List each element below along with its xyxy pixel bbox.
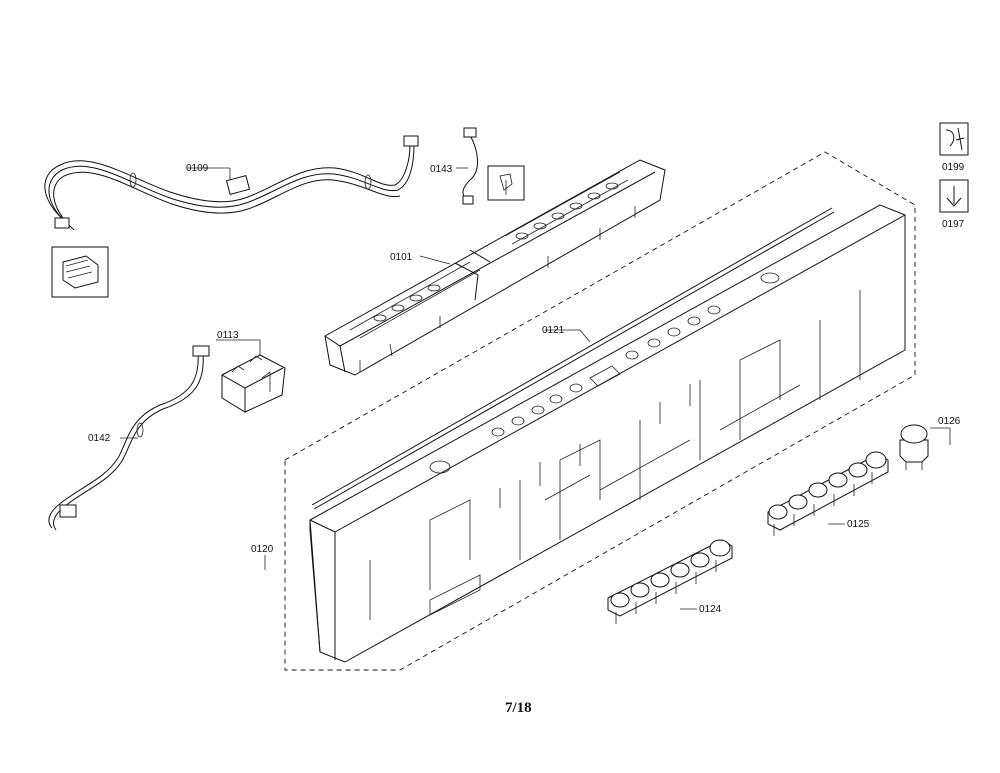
callout-0199: 0199 [942,162,965,173]
callout-0197: 0197 [942,219,965,230]
wire-0143: 0143 [430,127,525,205]
callout-0143: 0143 [430,164,453,175]
wire-0142: 0142 [48,345,210,531]
callout-0121: 0121 [542,325,565,336]
callout-0101: 0101 [390,252,413,263]
connector-detail-box [51,246,109,298]
button-set-0124: 0124 [607,539,733,624]
callout-0124: 0124 [699,604,722,615]
callout-0120: 0120 [251,544,274,555]
clip-detail-box [487,165,525,201]
wire-harness-0109: 0109 [44,135,419,298]
callout-0113: 0113 [217,330,239,341]
callout-0109: 0109 [186,163,209,174]
control-module-0101: 0101 [324,159,666,376]
service-tool-reference: 0199 [939,122,969,173]
button-set-0125: 0125 [767,451,889,536]
control-panel-0120: 0121 0120 [251,204,906,663]
install-arrow-icon [939,179,969,213]
callout-0126: 0126 [938,416,961,427]
button-0126: 0126 [899,416,961,470]
wrench-screwdriver-icon [939,122,969,156]
page-number: 7/18 [505,700,532,716]
assembly-boundary [284,151,916,671]
connector-0113: 0113 [216,330,286,413]
install-reference: 0197 [939,179,969,230]
callout-0142: 0142 [88,433,111,444]
callout-0125: 0125 [847,519,870,530]
